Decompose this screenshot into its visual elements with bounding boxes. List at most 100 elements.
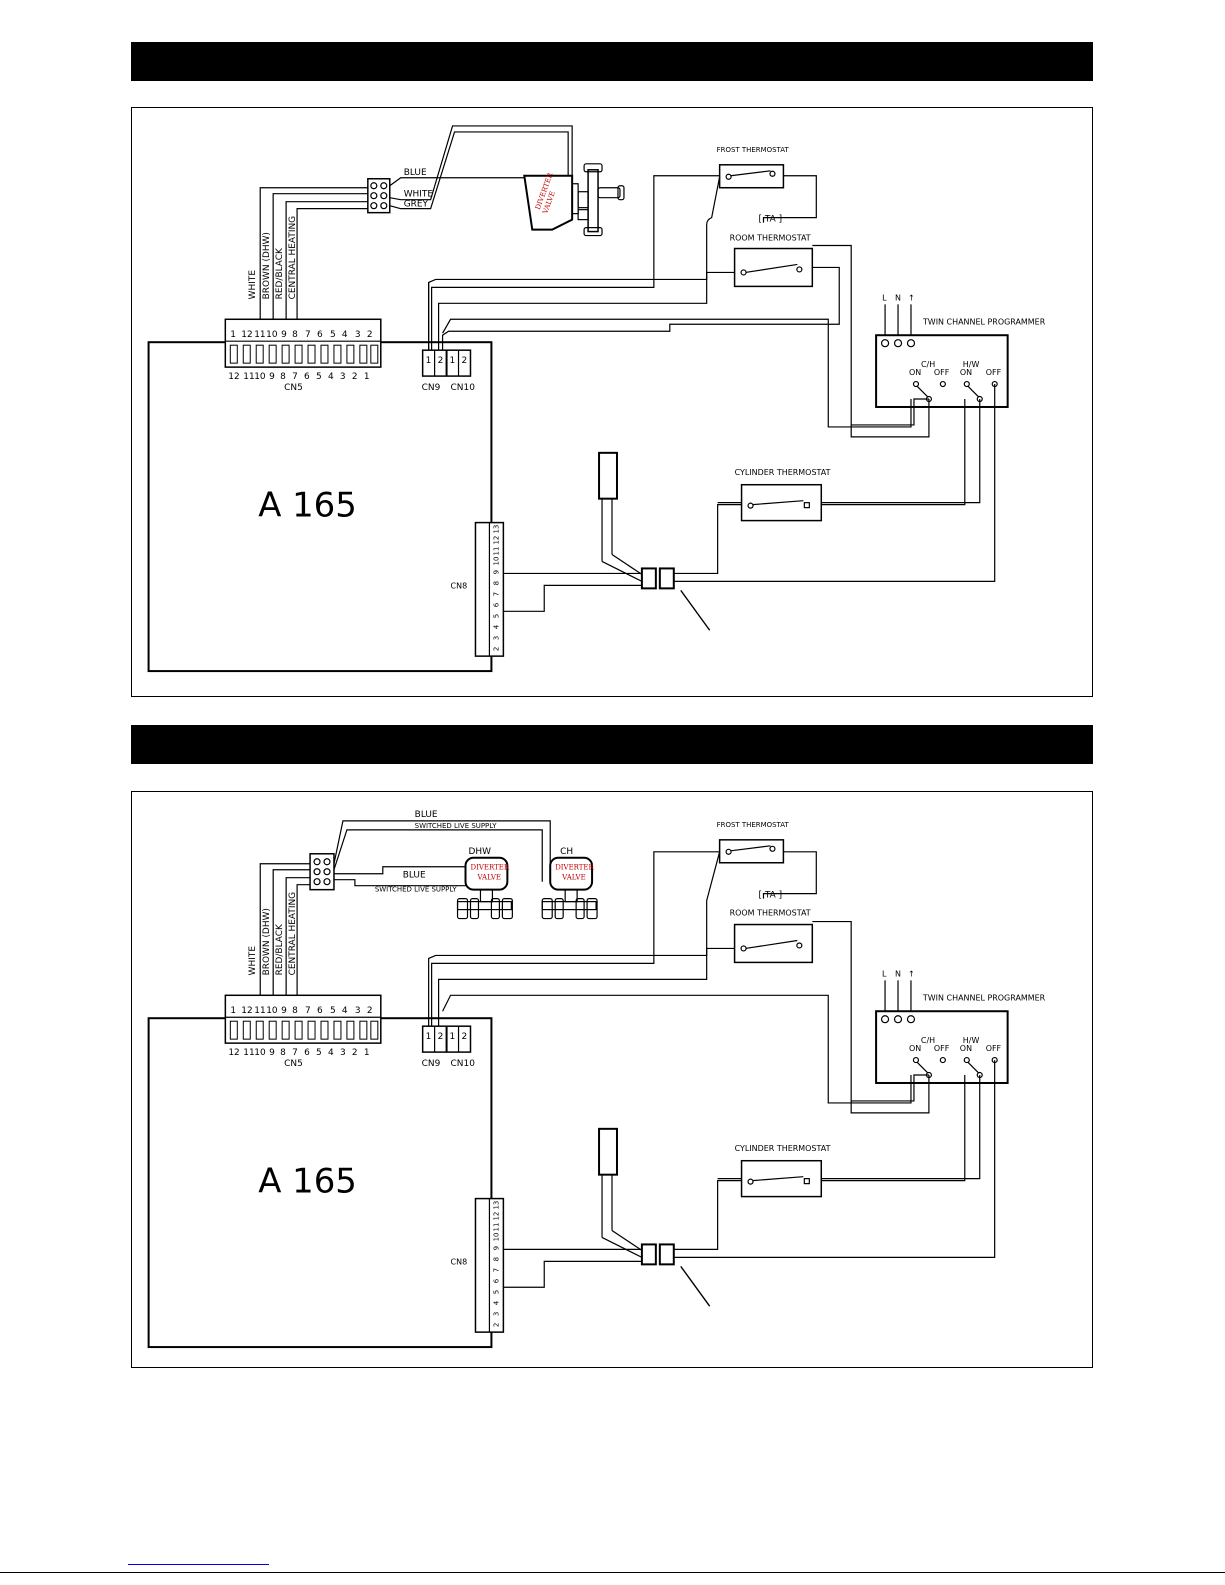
cn5-top-pin: 5	[330, 330, 336, 340]
hw-on-label: ON	[960, 368, 972, 377]
board-label: A 165	[258, 486, 357, 525]
cn5-top-pin: 7	[305, 1006, 311, 1016]
cn5-top-pin: 12	[241, 1006, 252, 1016]
room-thermostat: ROOM THERMOSTAT	[730, 234, 814, 288]
cn5-bottom-pin: 1	[364, 1048, 370, 1058]
wire-label-blue-top: BLUE	[415, 810, 438, 820]
cylinder-thermostat-label: CYLINDER THERMOSTAT	[735, 468, 831, 477]
hw-on-label: ON	[960, 1044, 972, 1053]
cn8-pin: 3	[492, 1312, 500, 1316]
footer-link-underline[interactable]	[128, 1564, 269, 1565]
dhw-label: DHW	[469, 847, 492, 857]
cn5-bottom-pin: 7	[292, 1048, 298, 1058]
cn5-bottom-pin: 11	[243, 372, 254, 382]
cn8-pin: 4	[492, 624, 500, 629]
cylinder-thermostat: CYLINDER THERMOSTAT	[735, 468, 831, 522]
cn5-bottom-pin: 7	[292, 372, 298, 382]
cn5-top-pin: 11	[254, 330, 265, 340]
section-header-bar-1	[131, 42, 1093, 81]
room-thermostat-label: ROOM THERMOSTAT	[730, 234, 811, 243]
wiring-diagram-1-svg: A 165 1 12 11 10 9 8 7 6 5 4 3 2 12	[147, 125, 1046, 673]
cn5-top-pin: 5	[330, 1006, 336, 1016]
wire-label-central-heating: CENTRAL HEATING	[288, 892, 298, 976]
wire-label-blue: BLUE	[404, 168, 427, 178]
cn5-bottom-pin: 3	[340, 1048, 346, 1058]
cn5-top-pin: 3	[355, 1006, 361, 1016]
cn8-pin: 11	[492, 547, 500, 556]
cn8-pin: 13	[492, 525, 500, 534]
wire-label-red-black: RED/BLACK	[275, 247, 285, 299]
wire-label-brown: BROWN (DHW)	[262, 232, 272, 299]
cn5-top-pin: 6	[317, 1006, 323, 1016]
cn9-pin: 1	[426, 1032, 432, 1042]
ch-on-label: ON	[909, 1044, 921, 1053]
cn10-pin: 1	[450, 356, 456, 366]
cn8-pin: 4	[492, 1300, 500, 1305]
cn5-top-pin: 1	[230, 330, 236, 340]
ch-valve-text-1: DIVERTER	[555, 864, 594, 872]
section-header-bar-2	[131, 725, 1093, 764]
cn5-top-pin: 1	[230, 1006, 236, 1016]
cn8-pin: 5	[492, 614, 500, 618]
dhw-diverter-valve: DHW DIVERTER VALVE	[456, 847, 513, 920]
programmer-label: TWIN CHANNEL PROGRAMMER	[922, 993, 1046, 1002]
cn5-label: CN5	[284, 1059, 303, 1069]
wiring-diagram-2: A 165 1 12 11 10 9 8 7 6 5 4 3 2 12	[131, 791, 1093, 1368]
hw-off-label: OFF	[986, 368, 1002, 377]
wire-label-blue-mid: BLUE	[403, 871, 426, 881]
cn5-bottom-pin: 4	[328, 1048, 334, 1058]
cn8-pin: 8	[492, 581, 500, 585]
cn5-wires: WHITE BROWN (DHW) RED/BLACK CENTRAL HEAT…	[248, 863, 311, 996]
cn8-pin: 2	[492, 647, 500, 651]
diverter-valve: DIVERTER VALVE	[523, 163, 625, 237]
cylinder-thermostat: CYLINDER THERMOSTAT	[735, 1144, 831, 1198]
cn5-bottom-pin: 5	[316, 372, 322, 382]
hw-label: H/W	[963, 1036, 980, 1045]
ch-label: C/H	[921, 1036, 935, 1045]
cn5-connector: 1 12 11 10 9 8 7 6 5 4 3 2 12 11 10 9 8 …	[224, 318, 382, 393]
cn8-pin: 8	[492, 1257, 500, 1261]
cn5-wires: WHITE BROWN (DHW) RED/BLACK CENTRAL HEAT…	[248, 187, 368, 320]
cn8-pin: 13	[492, 1201, 500, 1210]
cn5-top-pin: 12	[241, 330, 252, 340]
ch-off-label: OFF	[934, 1044, 950, 1053]
cn5-top-pin: 7	[305, 330, 311, 340]
wire-label-brown: BROWN (DHW)	[262, 908, 272, 975]
cn8-pin: 10	[492, 1233, 500, 1242]
frost-thermostat: FROST THERMOSTAT	[717, 146, 789, 189]
board-label: A 165	[258, 1162, 357, 1201]
dhw-valve-text-1: DIVERTER	[470, 864, 509, 872]
cn5-bottom-pin: 8	[280, 372, 286, 382]
cn5-slots	[229, 344, 379, 364]
cn9-pin: 2	[438, 356, 444, 366]
terminal-l: L	[882, 969, 887, 978]
cn5-top-pin: 2	[367, 1006, 373, 1016]
cn8-connector: 2 3 4 5 6 7 8 9 10 11 12 13 CN8	[451, 1197, 505, 1333]
cn8-pin: 11	[492, 1223, 500, 1232]
ta-label: [ TA ]	[758, 891, 782, 901]
ta-label: [ TA ]	[759, 215, 783, 225]
cn9-pin: 2	[438, 1032, 444, 1042]
cn8-pin: 2	[492, 1323, 500, 1327]
cn8-label: CN8	[451, 1257, 468, 1266]
wire-label-white: WHITE	[248, 946, 258, 976]
cn5-bottom-pin: 10	[254, 1048, 266, 1058]
ch-label: C/H	[921, 360, 935, 369]
frost-thermostat: FROST THERMOSTAT	[717, 821, 789, 864]
terminal-earth: ↑	[908, 293, 915, 302]
cn8-pin: 10	[492, 557, 500, 566]
cn8-pin: 12	[492, 1212, 500, 1221]
cn10-label: CN10	[451, 383, 476, 393]
cn10-label: CN10	[451, 1059, 476, 1069]
cn10-pin: 2	[462, 1032, 468, 1042]
cn8-pin: 5	[492, 1290, 500, 1294]
wire-label-white: WHITE	[248, 270, 258, 300]
programmer-label: TWIN CHANNEL PROGRAMMER	[922, 317, 1046, 326]
junction-connector	[640, 567, 675, 590]
cn5-top-pin: 10	[266, 1006, 278, 1016]
wire-label-white-2: WHITE	[404, 190, 434, 200]
wire-label-switched-mid: SWITCHED LIVE SUPPLY	[375, 886, 458, 894]
terminal-n: N	[895, 969, 901, 978]
cn5-bottom-pin: 2	[352, 1048, 358, 1058]
cn5-top-pin: 8	[292, 1006, 298, 1016]
